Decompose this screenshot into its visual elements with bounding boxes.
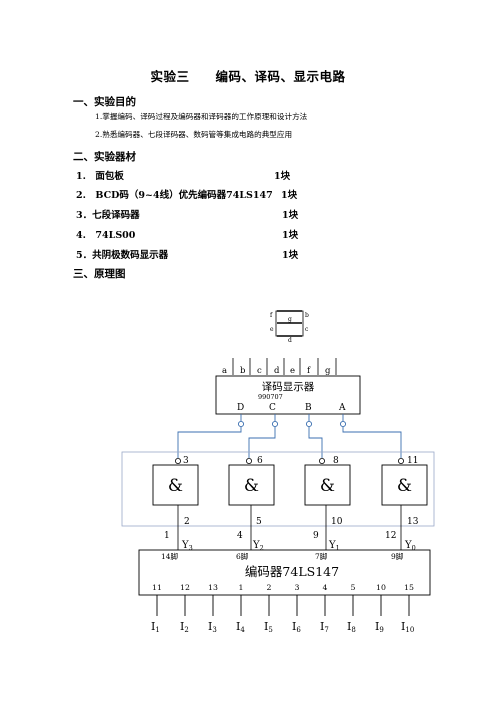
- encoder-input-pin: 10: [376, 583, 386, 592]
- gate-pin-number: 13: [407, 517, 419, 527]
- decoder-chip: [215, 375, 361, 415]
- equipment-item-name: 3．七段译码器: [76, 210, 140, 221]
- input-label: I7: [320, 620, 329, 634]
- decoder-input-label: C: [269, 403, 276, 413]
- bus-wires: [177, 414, 402, 458]
- segment-label: g: [288, 316, 292, 323]
- gate-symbol: &: [320, 476, 335, 496]
- output-label: Y2: [252, 540, 264, 552]
- gate-pin-number: 11: [407, 456, 418, 466]
- decoder-input-label: A: [338, 403, 346, 413]
- equipment-item-qty: 1块: [281, 190, 298, 201]
- encoder-foot-label: 9脚: [391, 551, 403, 561]
- encoder-pin-number: 9: [313, 531, 319, 541]
- encoder-input-pin: 4: [323, 583, 328, 592]
- equipment-item-name: 2. BCD码（9~4线）优先编码器74LS147: [76, 190, 273, 201]
- objective-item: 2.熟悉编码器、七段译码器、数码管等集成电路的典型应用: [95, 130, 293, 139]
- segment-label: e: [270, 326, 274, 333]
- section-heading-equipment: 二、实验器材: [73, 151, 136, 163]
- segment-label: b: [305, 312, 309, 319]
- input-label: I1: [151, 620, 160, 634]
- input-label: I6: [292, 620, 301, 634]
- equipment-item-qty: 1块: [274, 171, 291, 182]
- encoder-foot-label: 7脚: [315, 551, 327, 561]
- decoder-title: 译码显示器: [262, 381, 315, 393]
- output-label: Y0: [404, 540, 416, 552]
- input-label: I2: [180, 620, 189, 634]
- section-heading-schematic: 三、原理图: [73, 268, 126, 280]
- gate-pin-number: 2: [184, 517, 190, 527]
- decoder-pin-label: c: [257, 366, 262, 376]
- input-label: I4: [236, 620, 245, 634]
- encoder-input-pin: 12: [180, 583, 190, 592]
- decoder-input-label: D: [237, 403, 244, 413]
- encoder-chip: [138, 549, 431, 596]
- gate-pin-number: 8: [333, 456, 339, 466]
- equipment-item-name: 4. 74LS00: [76, 230, 136, 241]
- output-label: Y3: [181, 540, 193, 552]
- gate-pin-number: 5: [256, 517, 262, 527]
- segment-label: f: [270, 312, 273, 319]
- encoder-foot-label: 6脚: [236, 551, 248, 561]
- gate-pin-number: 3: [183, 456, 189, 466]
- encoder-foot-label: 14脚: [161, 551, 178, 561]
- decoder-pin-label: a: [222, 366, 227, 376]
- encoder-input-pin: 1: [239, 583, 244, 592]
- gate-symbol: &: [397, 476, 412, 496]
- equipment-item-qty: 1块: [282, 210, 299, 221]
- encoder-pin-number: 4: [237, 531, 243, 541]
- encoder-pin-number: 12: [385, 531, 396, 541]
- gate-symbol: &: [168, 476, 183, 496]
- equipment-item-name: 1. 面包板: [76, 171, 124, 182]
- encoder-input-pin: 11: [152, 583, 162, 592]
- nand-gate: [152, 464, 199, 506]
- decoder-pin-label: b: [240, 366, 246, 376]
- nand-gate: [381, 464, 428, 506]
- encoder-title: 编码器74LS147: [245, 564, 339, 579]
- decoder-input-label: B: [305, 403, 312, 413]
- decoder-pin-label: e: [290, 366, 295, 376]
- input-label: I9: [375, 620, 384, 634]
- segment-label: d: [288, 337, 292, 344]
- segment-label: c: [305, 326, 309, 333]
- gate-pin-number: 10: [331, 517, 343, 527]
- section-heading-objectives: 一、实验目的: [73, 96, 136, 108]
- objective-item: 1.掌握编码、译码过程及编码器和译码器的工作原理和设计方法: [95, 112, 308, 121]
- seven-segment-display: [275, 310, 304, 337]
- encoder-pin-number: 1: [164, 531, 170, 541]
- input-label: I5: [264, 620, 273, 634]
- encoder-input-pin: 13: [208, 583, 218, 592]
- encoder-input-pin: 15: [404, 583, 414, 592]
- decoder-pin-label: d: [274, 366, 280, 376]
- gate-symbol: &: [244, 476, 259, 496]
- equipment-item-qty: 1块: [282, 230, 299, 241]
- nand-gate: [304, 464, 351, 506]
- equipment-item-qty: 1块: [282, 250, 299, 261]
- input-label: I10: [401, 620, 414, 634]
- decoder-pin-label: f: [307, 366, 311, 376]
- decoder-code: 990707: [258, 393, 283, 401]
- page-title: 实验三 编码、译码、显示电路: [150, 69, 346, 84]
- encoder-input-pin: 2: [267, 583, 272, 592]
- decoder-pin-label: g: [325, 366, 331, 376]
- output-label: Y1: [328, 540, 340, 552]
- gate-pin-number: 6: [257, 456, 263, 466]
- input-label: I8: [347, 620, 356, 634]
- input-label: I3: [208, 620, 217, 634]
- encoder-input-pin: 5: [351, 583, 356, 592]
- equipment-item-name: 5．共阴极数码显示器: [76, 250, 169, 261]
- gate-group-frame: [121, 451, 435, 527]
- nand-gate: [228, 464, 275, 506]
- encoder-input-pin: 3: [295, 583, 300, 592]
